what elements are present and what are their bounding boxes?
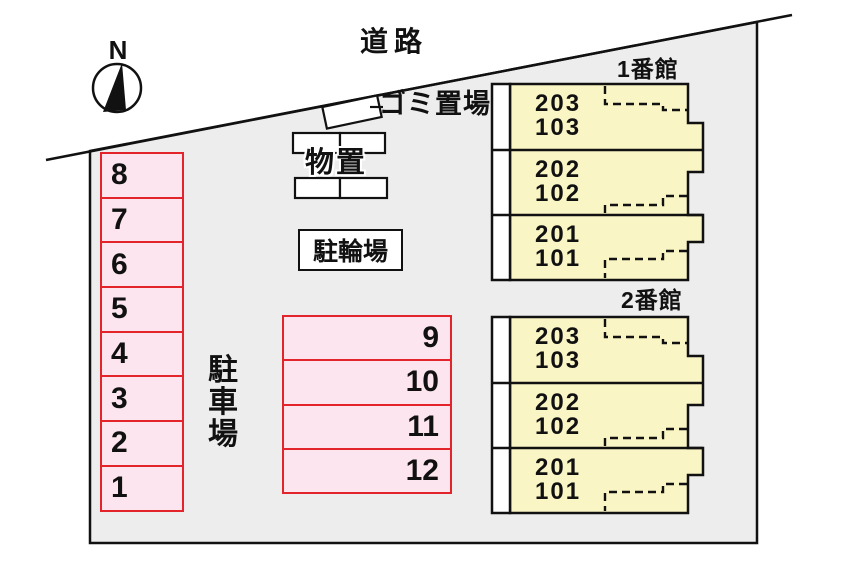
bicycle-parking-label: 駐輪場 (312, 238, 388, 266)
garbage-bin (321, 94, 383, 130)
storage-label: 物置 (305, 147, 368, 179)
room-number: 102 (535, 179, 582, 207)
road-edge-line (45, 13, 793, 162)
building-2-balcony-lines (603, 319, 687, 511)
north-arrow-icon (91, 62, 143, 114)
bicycle-parking-box: 駐輪場 (298, 229, 403, 271)
building-1-unit-2-rooms: 202 102 (535, 158, 581, 205)
room-number: 103 (535, 346, 582, 374)
parking-middle-block: 9 10 11 12 (282, 315, 452, 495)
building-2-unit-3-rooms: 201 101 (535, 456, 581, 503)
building-1-corridor (490, 82, 512, 282)
room-number: 202 (535, 156, 582, 183)
parking-space: 8 (100, 152, 184, 199)
building-1-outline (490, 82, 705, 282)
room-number: 102 (535, 412, 582, 440)
building-1-label: 1番館 (617, 56, 679, 82)
parking-space: 9 (282, 315, 452, 362)
room-number: 101 (535, 477, 582, 505)
building-2-corridor (490, 315, 512, 515)
building-1-unit-1-rooms: 203 103 (535, 92, 581, 139)
parking-lot-label: 駐車場 (208, 354, 238, 451)
parking-space: 10 (282, 359, 452, 406)
room-number: 203 (535, 90, 582, 117)
room-number: 101 (535, 244, 582, 272)
parking-space: 2 (100, 420, 184, 467)
building-1-balcony-lines (603, 86, 687, 278)
parking-space: 1 (100, 464, 184, 512)
parking-space: 6 (100, 241, 184, 289)
room-number: 201 (535, 454, 582, 481)
storage-shed (291, 131, 389, 200)
parking-space: 3 (100, 375, 184, 423)
parking-space: 12 (282, 447, 452, 495)
parking-space: 4 (100, 330, 184, 378)
room-number: 103 (535, 113, 582, 141)
building-2-label: 2番館 (621, 287, 683, 313)
building-1-unit-3-rooms: 201 101 (535, 223, 581, 270)
road-label: 道路 (360, 26, 429, 57)
room-number: 201 (535, 221, 582, 248)
parking-space: 7 (100, 196, 184, 244)
room-number: 203 (535, 323, 582, 350)
parking-space: 11 (282, 403, 452, 450)
room-number: 202 (535, 389, 582, 416)
building-2-unit-2-rooms: 202 102 (535, 391, 581, 438)
north-label: N (108, 35, 128, 65)
parking-space: 5 (100, 286, 184, 333)
parking-left-column: 8 7 6 5 4 3 2 1 (100, 152, 184, 512)
garbage-area-label: ゴミ置場 (379, 89, 491, 119)
building-2-unit-1-rooms: 203 103 (535, 325, 581, 372)
building-2-outline (490, 315, 705, 515)
